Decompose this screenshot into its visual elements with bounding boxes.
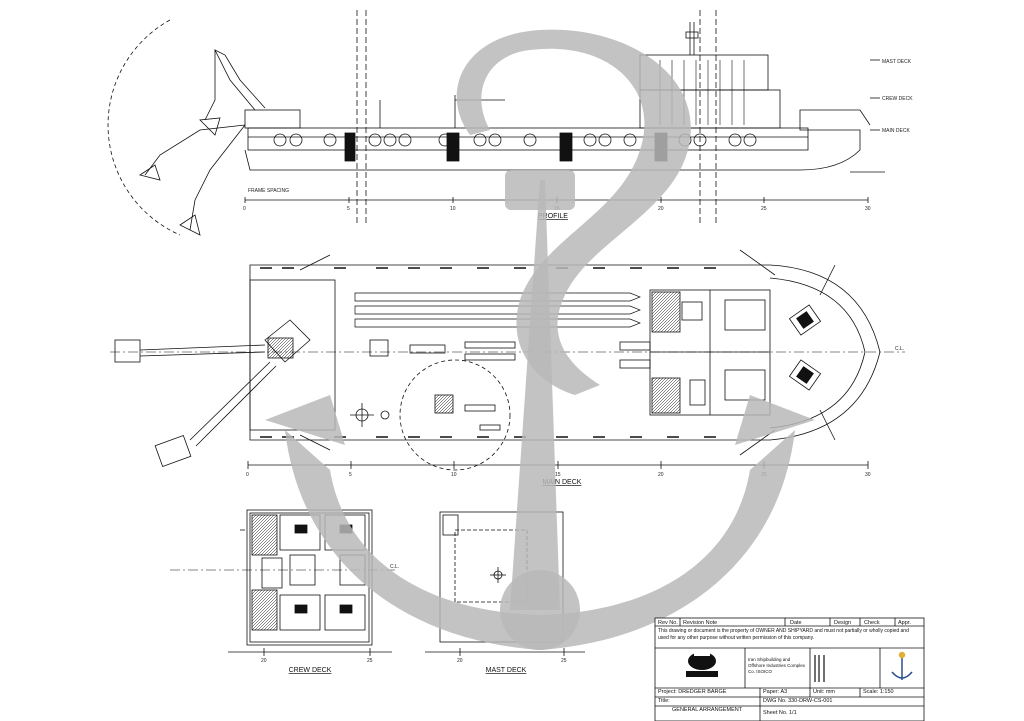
title-label: Title: (658, 698, 670, 704)
main-tick-label: 15 (555, 472, 561, 478)
sheet-value: 1/1 (789, 710, 797, 716)
profile-tick-label: 5 (347, 206, 350, 212)
crew-deck-view-title: CREW DECK (289, 667, 332, 674)
scale-label: Scale: (863, 689, 879, 695)
excavator-profile (139, 49, 301, 236)
bow-winch-starboard (788, 359, 822, 391)
shipyard-name: Iran Shipbuilding and Offshore Industrie… (748, 657, 805, 674)
crew-tick-label: 20 (261, 658, 267, 664)
barcode-mark (814, 655, 825, 682)
level-label-main-deck: MAIN DECK (882, 128, 910, 134)
crew-deck-ruler (228, 648, 392, 656)
profile-hull (244, 109, 871, 171)
title-value: GENERAL ARRANGEMENT (672, 707, 743, 713)
mast-tick-label: 20 (457, 658, 463, 664)
paper-row: Paper: A3 (763, 689, 787, 695)
paper-label: Paper: (763, 689, 780, 695)
crew-deck-view (170, 509, 395, 646)
crane-swing-circle (399, 359, 511, 471)
profile-tick-label: 0 (243, 206, 246, 212)
project-label: Project: (658, 689, 677, 695)
dwg-value: 330-DRW-CS-001 (788, 698, 833, 704)
frame-spacing-label: FRAME SPACING (248, 188, 289, 194)
project-value: DREDGER BARGE (678, 689, 727, 695)
unit-value: mm (825, 689, 836, 695)
dwg-label: DWG No. (763, 698, 787, 704)
aft-platform (249, 279, 336, 431)
crew-tick-label: 25 (367, 658, 373, 664)
mast-deck-view-title: MAST DECK (486, 667, 527, 674)
unit-row: Unit: mm (813, 689, 835, 695)
shipyard-logo (686, 652, 718, 677)
profile-tick-label: 10 (450, 206, 456, 212)
main-deck-cl-label: C.L. (895, 346, 904, 352)
main-deck-view-title: MAIN DECK (543, 479, 582, 486)
profile-tick-label: 25 (761, 206, 767, 212)
rev-header-note: Revision Note (683, 620, 717, 626)
sheet-label: Sheet No. (763, 710, 788, 716)
deckhouse-lower (639, 89, 781, 129)
scale-value: 1:150 (879, 689, 894, 695)
main-tick-label: 20 (658, 472, 664, 478)
profile-view (107, 10, 885, 236)
rev-header-no: Rev No. (658, 620, 678, 626)
unit-label: Unit: (813, 689, 825, 695)
profile-tick-label: 30 (865, 206, 871, 212)
excavator-plan (114, 319, 311, 467)
main-tick-label: 30 (865, 472, 871, 478)
anchor-logo-icon (891, 651, 913, 680)
level-label-crew-deck: CREW DECK (882, 96, 913, 102)
mast-deck-ruler (425, 648, 585, 656)
ownership-notice: This drawing or document is the property… (658, 628, 909, 641)
main-tick-label: 10 (451, 472, 457, 478)
main-tick-label: 5 (349, 472, 352, 478)
rev-header-design: Design (834, 620, 851, 626)
mast-tick-label: 25 (561, 658, 567, 664)
main-deck-view (110, 249, 905, 471)
scale-row: Scale: 1:150 (863, 689, 894, 695)
dwg-row: DWG No. 330-DRW-CS-001 (763, 698, 833, 704)
rev-header-check: Check (864, 620, 880, 626)
crew-deck-cl-label: C.L. (390, 564, 399, 570)
sheet-row: Sheet No. 1/1 (763, 710, 797, 716)
rev-header-appr: Appr. (898, 620, 911, 626)
project-row: Project: DREDGER BARGE (658, 689, 726, 695)
profile-view-title: PROFILE (538, 213, 568, 220)
paper-value: A3 (780, 689, 788, 695)
rev-header-date: Date (790, 620, 802, 626)
stored-pipes (354, 292, 641, 328)
excavator-swing-arc (107, 19, 181, 236)
main-tick-label: 0 (246, 472, 249, 478)
level-label-mast-deck: MAST DECK (882, 59, 912, 65)
bow-winch-port (788, 304, 822, 336)
profile-tick-label: 20 (658, 206, 664, 212)
anchor-icon (265, 29, 815, 650)
